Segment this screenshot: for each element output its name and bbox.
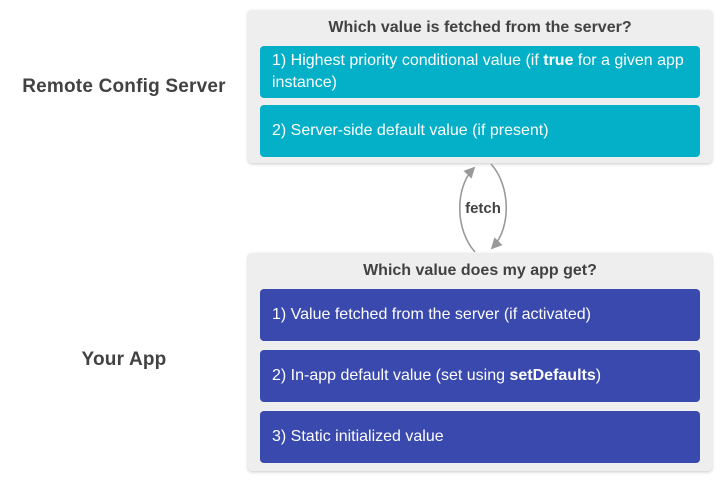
app-panel-title: Which value does my app get? [363, 262, 597, 279]
fetch-label: fetch [465, 200, 501, 217]
server-priority-item-1: 1) Highest priority conditional value (i… [260, 46, 700, 98]
server-priority-item-1-text: 1) Highest priority conditional value (i… [272, 52, 684, 91]
server-panel-title: Which value is fetched from the server? [328, 19, 632, 36]
fetch-up-arrow [458, 166, 476, 253]
app-priority-item-1: 1) Value fetched from the server (if act… [260, 289, 700, 341]
remote-config-server-label: Remote Config Server [22, 76, 226, 97]
fetch-arrows: fetch [458, 163, 508, 253]
app-priority-item-1-text: 1) Value fetched from the server (if act… [272, 306, 591, 323]
app-priority-item-2: 2) In-app default value (set using setDe… [260, 350, 700, 402]
server-priority-item-2-text: 2) Server-side default value (if present… [272, 122, 549, 139]
app-priority-item-2-text: 2) In-app default value (set using setDe… [272, 367, 602, 384]
server-panel: Which value is fetched from the server? … [248, 10, 712, 163]
server-priority-item-2: 2) Server-side default value (if present… [260, 105, 700, 157]
app-priority-item-3: 3) Static initialized value [260, 411, 700, 463]
app-panel: Which value does my app get? 1) Value fe… [248, 253, 712, 471]
app-priority-item-3-text: 3) Static initialized value [272, 428, 444, 445]
your-app-label: Your App [81, 349, 167, 370]
fetch-down-arrow [490, 163, 508, 250]
